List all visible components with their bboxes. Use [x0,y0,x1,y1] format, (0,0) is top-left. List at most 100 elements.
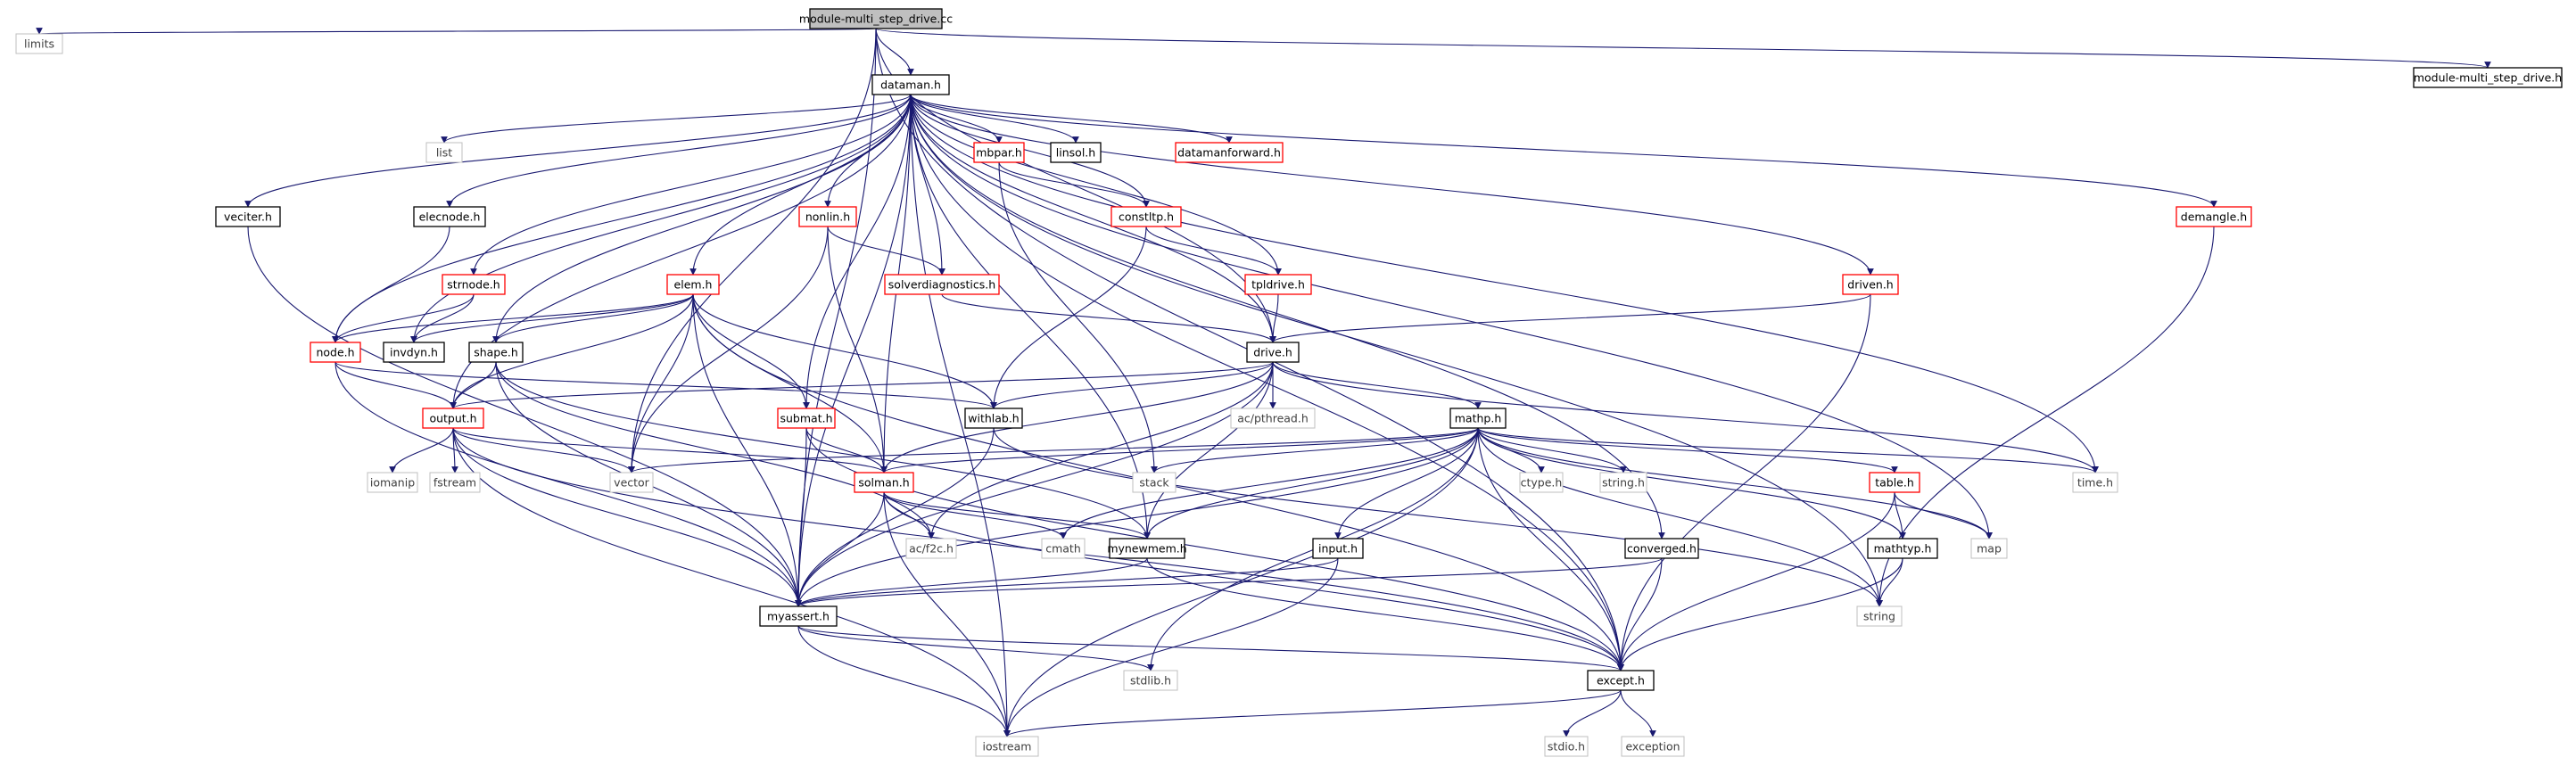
node-myassert[interactable]: myassert.h [759,605,838,627]
edge-layer [37,27,2491,737]
node-withlab[interactable]: withlab.h [964,408,1023,429]
edge-mathp-to-except [1477,427,1624,671]
node-box-except [1587,670,1655,691]
node-converged[interactable]: converged.h [1624,538,1699,559]
node-shape[interactable]: shape.h [468,342,524,363]
edge-solman-to-myassert [795,491,885,607]
node-box-iomanip [367,472,418,493]
node-nonlin[interactable]: nonlin.h [798,206,857,227]
node-root[interactable]: module-multi_step_drive.cc [799,8,953,29]
edge-strnode-to-node [332,293,475,343]
node-constltp[interactable]: constltp.h [1110,206,1182,227]
node-output[interactable]: output.h [422,408,484,429]
node-strnode[interactable]: strnode.h [442,274,506,295]
edge-solman-to-cmath [883,491,1067,539]
node-box-mathtyp [1867,538,1938,559]
node-mathp[interactable]: mathp.h [1449,408,1507,429]
node-box-mbpar [973,142,1025,163]
node-box-submat [777,408,836,429]
edge-root-to-vector [628,28,877,474]
node-label-ctype: ctype.h [1521,476,1563,490]
edge-dataman-to-map [910,94,1993,539]
edge-nonlin-to-solman [827,226,888,474]
node-label-datafwd: datamanforward.h [1177,146,1281,160]
node-box-solman [854,472,914,493]
node-label-except: except.h [1597,674,1645,688]
edge-mbpar-to-constltp [998,161,1150,208]
node-box-linsol [1050,142,1102,163]
node-submat[interactable]: submat.h [777,408,836,429]
node-demangle[interactable]: demangle.h [2176,206,2252,227]
edge-dataman-to-driven [910,94,1874,276]
node-elem[interactable]: elem.h [666,274,720,295]
node-box-map [1970,538,2008,559]
node-linsol[interactable]: linsol.h [1050,142,1102,163]
node-mynewmem[interactable]: mynewmem.h [1107,538,1187,559]
node-driven[interactable]: driven.h [1842,274,1899,295]
edge-table-to-map [1894,491,1993,539]
node-stack: stack [1132,472,1177,493]
edge-driven-to-except [1617,293,1871,671]
node-label-node: node.h [316,346,354,359]
node-modh[interactable]: module-multi_step_drive.h [2413,67,2563,88]
edge-converged-to-myassert [795,557,1663,607]
node-box-nonlin [798,206,857,227]
node-box-vecit [215,206,281,227]
node-limits: limits [15,33,63,54]
edge-dataman-to-converged [910,94,1665,539]
node-label-stringh: string.h [1602,476,1645,490]
node-drive[interactable]: drive.h [1246,342,1300,363]
node-solvdiag[interactable]: solverdiagnostics.h [884,274,1000,295]
node-vecit[interactable]: veciter.h [215,206,281,227]
node-input[interactable]: input.h [1312,538,1364,559]
node-box-stdlib [1123,670,1178,691]
edge-solman-to-mynewmem [883,491,1151,539]
edge-driven-to-drive [1269,293,1871,343]
node-elecnode[interactable]: elecnode.h [413,206,486,227]
node-table[interactable]: table.h [1869,472,1920,493]
node-label-cmath: cmath [1045,542,1081,556]
node-label-stack: stack [1139,476,1169,490]
node-except[interactable]: except.h [1587,670,1655,691]
node-label-output: output.h [429,412,476,425]
node-cmath: cmath [1041,538,1086,559]
edge-strnode-to-invdyn [410,293,475,343]
edge-drive-to-solman [880,361,1274,474]
node-solman[interactable]: solman.h [854,472,914,493]
node-box-mathp [1449,408,1507,429]
node-exception: exception [1621,736,1685,757]
edge-mathp-to-mynewmem [1144,427,1479,539]
edge-vecit-to-myassert [247,226,802,607]
node-box-elem [666,274,720,295]
node-label-strnode: strnode.h [447,278,500,292]
edge-mathp-to-input [1334,427,1479,539]
node-box-strnode [442,274,506,295]
edge-output-to-iomanip [389,427,454,474]
node-mbpar[interactable]: mbpar.h [973,142,1025,163]
node-label-mynewmem: mynewmem.h [1107,542,1186,556]
edge-tpldrive-to-drive [1269,293,1279,343]
edge-node-to-output [334,361,457,409]
node-box-stack [1132,472,1177,493]
edge-node-to-myassert [334,361,802,607]
node-tpldrive[interactable]: tpldrive.h [1244,274,1312,295]
node-label-withlab: withlab.h [968,412,1019,425]
edge-dataman-to-elecnode [446,94,912,208]
node-dataman[interactable]: dataman.h [871,74,950,95]
edge-myassert-to-iostream [797,625,1011,737]
edge-dataman-to-linsol [910,94,1079,144]
edge-submat-to-myassert [795,427,807,607]
node-label-converged: converged.h [1627,542,1697,556]
node-mathtyp[interactable]: mathtyp.h [1867,538,1938,559]
node-box-ctype [1519,472,1564,493]
node-box-exception [1621,736,1685,757]
node-acf2c: ac/f2c.h [905,538,957,559]
edge-dataman-to-constltp [910,94,1150,208]
node-invdyn[interactable]: invdyn.h [383,342,445,363]
node-node[interactable]: node.h [310,342,361,363]
node-label-nonlin: nonlin.h [805,210,850,224]
node-datafwd[interactable]: datamanforward.h [1175,142,1284,163]
edge-table-to-except [1617,491,1895,671]
